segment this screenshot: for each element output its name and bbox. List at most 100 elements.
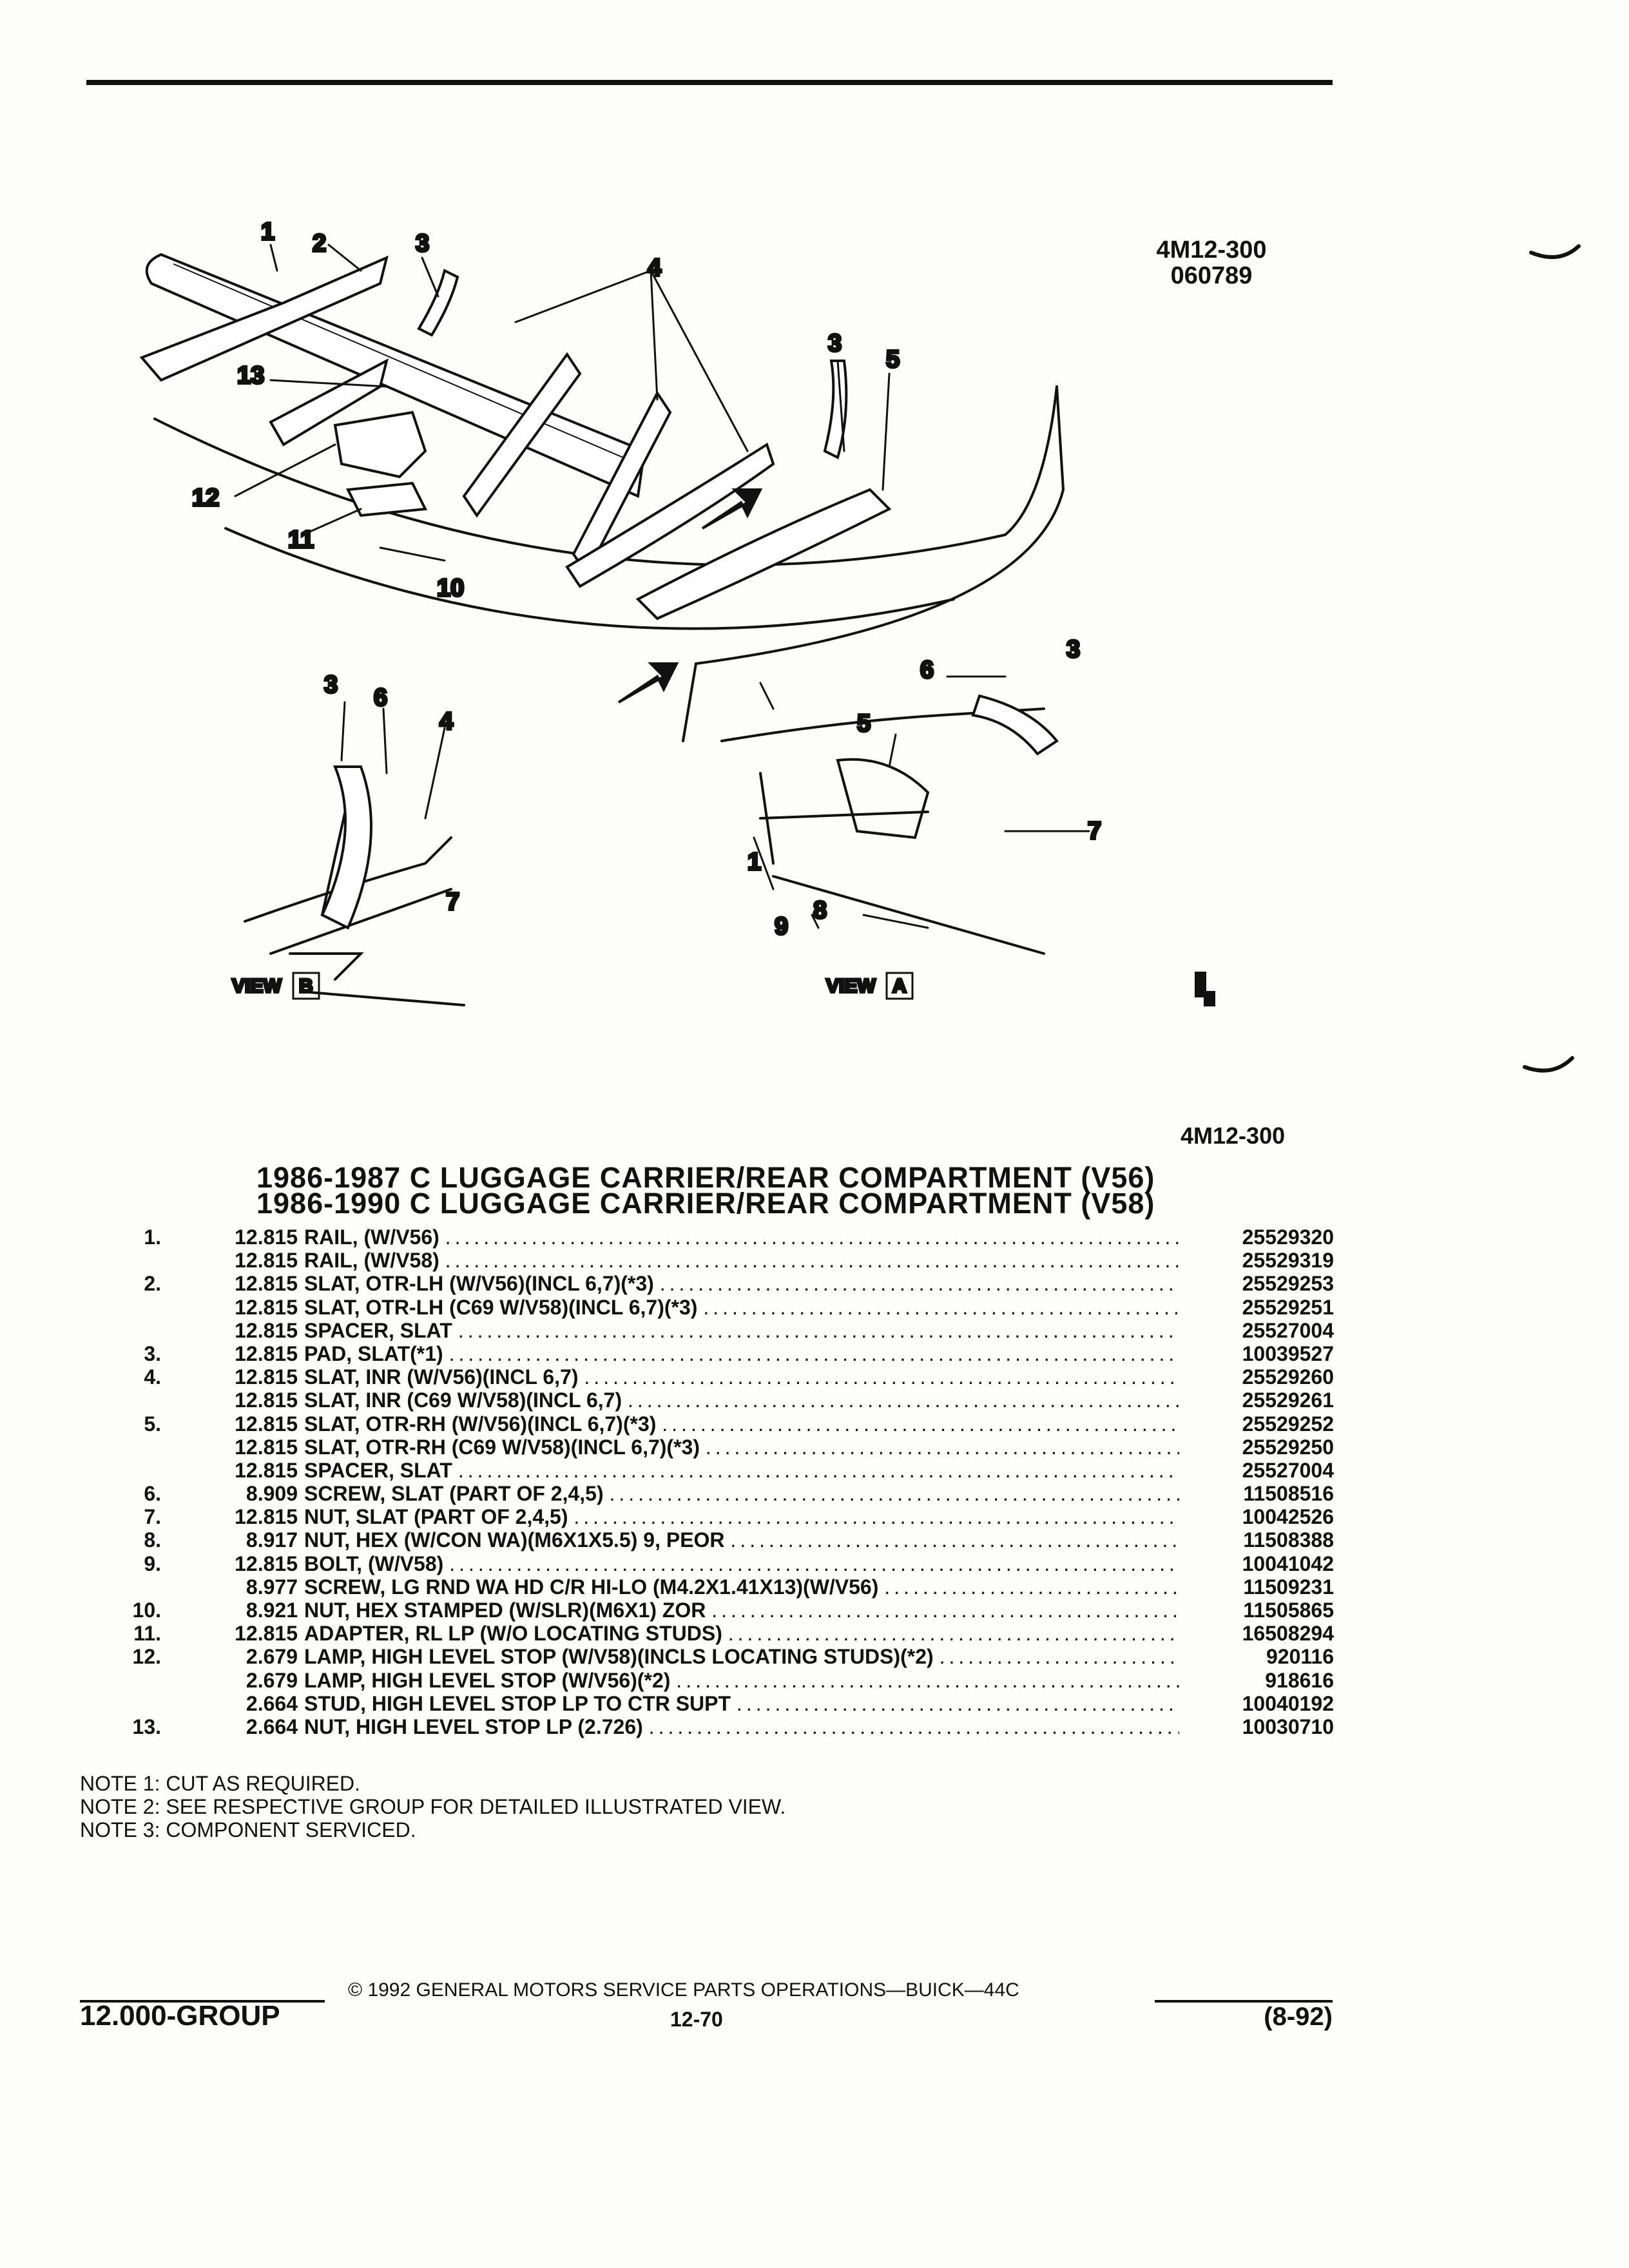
- part-name: SCREW: [304, 1575, 380, 1599]
- leader-dots: ........................................…: [705, 1435, 1179, 1459]
- view-b-callout-7: 7: [446, 889, 459, 916]
- group-number: 12.815: [235, 1295, 298, 1319]
- ref-number: 7.: [144, 1505, 161, 1529]
- arrow-a: [617, 662, 679, 704]
- leader-dots: ........................................…: [445, 1249, 1179, 1273]
- part-number: 25527004: [1242, 1318, 1334, 1342]
- part-detail: , SLAT (PART OF 2,4,5): [380, 1482, 604, 1506]
- group-number: 12.815: [235, 1225, 298, 1249]
- margin-mark-1: [1529, 244, 1581, 260]
- view-a-callout-5: 5: [857, 710, 871, 737]
- callout-11: 11: [288, 526, 314, 553]
- leader-dots: ........................................…: [676, 1668, 1179, 1692]
- part-description: SPACER, SLAT ...........................…: [298, 1319, 1179, 1343]
- part-number: 25529253: [1242, 1272, 1334, 1296]
- part-detail: , HIGH LEVEL STOP LP (2.726): [344, 1715, 643, 1738]
- part-name: SCREW: [304, 1482, 380, 1506]
- part-number: 11508388: [1243, 1528, 1334, 1552]
- part-name: SPACER: [304, 1318, 389, 1342]
- leader-dots: ........................................…: [736, 1691, 1179, 1715]
- arrow-b: [701, 488, 763, 530]
- part-detail: , SLAT (PART OF 2,4,5): [344, 1505, 568, 1529]
- leader-dots: ........................................…: [628, 1389, 1179, 1412]
- part-description: PAD, SLAT(*1) ..........................…: [298, 1342, 1179, 1366]
- part-name: PAD: [304, 1341, 347, 1365]
- part-number: 10042526: [1242, 1505, 1334, 1529]
- part-description: SCREW, SLAT (PART OF 2,4,5) ............…: [298, 1482, 1179, 1506]
- part-number: 25529251: [1242, 1295, 1334, 1319]
- slat-inner-2: [462, 352, 582, 518]
- view-b-label: VIEW: [232, 975, 282, 997]
- part-description: STUD, HIGH LEVEL STOP LP TO CTR SUPT ...…: [298, 1692, 1179, 1716]
- part-detail: , SLAT: [388, 1318, 452, 1342]
- part-number: 25529252: [1242, 1412, 1334, 1436]
- footer-page-number: 12-70: [670, 2008, 723, 2031]
- part-description: SLAT, OTR-LH (C69 W/V58)(INCL 6,7)(*3) .…: [298, 1296, 1179, 1320]
- part-name: SPACER: [304, 1458, 389, 1482]
- part-detail: , OTR-LH (C69 W/V58)(INCL 6,7)(*3): [354, 1295, 698, 1319]
- part-detail: , HIGH LEVEL STOP (W/V58)(INCLS LOCATING…: [360, 1645, 934, 1669]
- slat-right: [635, 488, 892, 620]
- ref-number: 5.: [144, 1412, 161, 1436]
- part-detail: , OTR-RH (C69 W/V58)(INCL 6,7)(*3): [354, 1435, 700, 1459]
- callout-3: 3: [416, 230, 429, 257]
- group-number: 8.977: [246, 1575, 298, 1599]
- part-description: BOLT, (W/V58) ..........................…: [298, 1552, 1179, 1576]
- group-number: 2.664: [246, 1715, 298, 1738]
- part-name: NUT: [304, 1599, 345, 1622]
- part-description: NUT, HIGH LEVEL STOP LP (2.726) ........…: [298, 1715, 1179, 1739]
- group-number: 12.815: [235, 1249, 298, 1273]
- leader-dots: ........................................…: [730, 1528, 1179, 1552]
- view-b-callout-4: 4: [439, 708, 453, 735]
- part-number: 10030710: [1242, 1715, 1334, 1738]
- group-number: 12.815: [235, 1622, 298, 1646]
- part-description: RAIL, (W/V58) ..........................…: [298, 1249, 1179, 1273]
- leader-dots: ........................................…: [939, 1645, 1179, 1669]
- reference-code: 4M12-300: [1181, 1122, 1286, 1149]
- callout-4: 4: [648, 255, 661, 282]
- part-number: 25529261: [1242, 1389, 1334, 1412]
- part-detail: , HEX STAMPED (W/SLR)(M6X1) ZOR: [344, 1599, 706, 1622]
- part-name: STUD: [304, 1691, 361, 1715]
- callout-5: 5: [886, 346, 900, 373]
- callout-3-right: 3: [828, 330, 842, 357]
- part-number: 11508516: [1243, 1482, 1334, 1506]
- page-footer: 12.000-GROUP © 1992 GENERAL MOTORS SERVI…: [80, 1974, 1333, 2039]
- group-number: 2.679: [246, 1668, 298, 1692]
- revision-mark: [1195, 972, 1215, 1006]
- leader-dots: ........................................…: [448, 1341, 1179, 1365]
- group-number: 12.815: [235, 1318, 298, 1342]
- slat-left: [139, 255, 389, 382]
- group-number: 8.909: [246, 1482, 298, 1506]
- ref-number: 11.: [133, 1622, 161, 1646]
- leader-dots: ........................................…: [449, 1552, 1179, 1575]
- part-name: LAMP: [304, 1645, 360, 1669]
- part-detail: , INR (C69 W/V58)(INCL 6,7): [354, 1389, 622, 1412]
- ref-number: 10.: [132, 1599, 161, 1622]
- part-number: 10041042: [1242, 1552, 1334, 1575]
- leader-dots: ........................................…: [574, 1505, 1179, 1529]
- leader-dots: ........................................…: [728, 1622, 1179, 1646]
- ref-number: 12.: [132, 1645, 161, 1669]
- callout-1: 1: [261, 218, 275, 245]
- deck-lid-rear: [682, 385, 1065, 742]
- part-name: NUT: [304, 1528, 345, 1552]
- group-number: 12.815: [235, 1272, 298, 1296]
- part-description: SPACER, SLAT ...........................…: [298, 1459, 1179, 1483]
- leader-dots: ........................................…: [609, 1482, 1179, 1506]
- leader-dots: ........................................…: [458, 1318, 1179, 1342]
- callout-12: 12: [192, 485, 219, 512]
- part-number: 11505865: [1243, 1599, 1334, 1622]
- drawing-id: 4M12-300 060789: [1134, 237, 1289, 289]
- footer-group: 12.000-GROUP: [80, 2000, 280, 2032]
- part-detail: , HIGH LEVEL STOP (W/V56)(*2): [360, 1668, 671, 1692]
